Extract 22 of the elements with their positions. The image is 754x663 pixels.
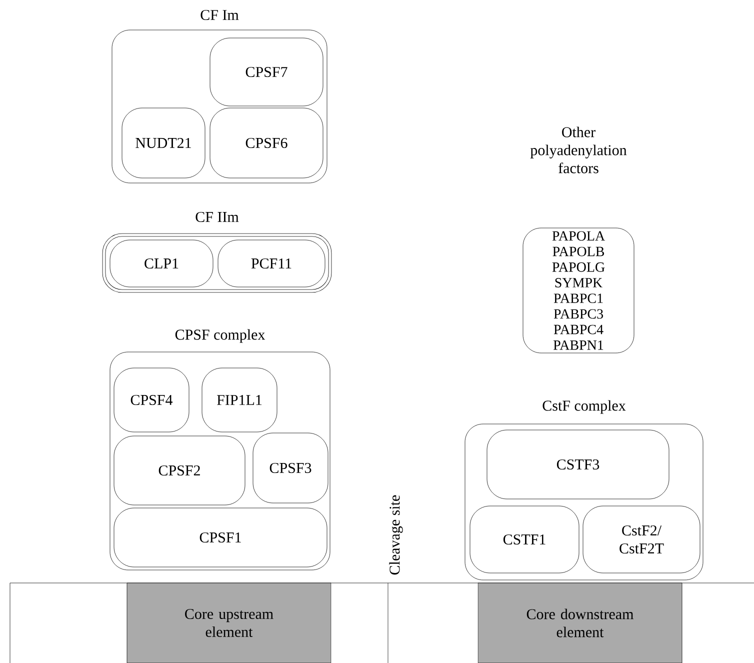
- protein-box: CPSF2: [114, 436, 246, 506]
- node-label: CF IIm: [196, 212, 239, 222]
- protein-box: CPSF7: [210, 38, 324, 106]
- sequence-element-box: Core upstream element: [126, 582, 332, 663]
- protein-box: CSTF1: [470, 506, 580, 574]
- protein-box: FIP1L1: [202, 368, 278, 432]
- site-label: Cleavage site: [389, 495, 403, 575]
- node-label: Other polyadenylation factors: [530, 126, 627, 174]
- node-label: CPSF complex: [175, 329, 266, 343]
- node-label: CstF complex: [542, 400, 626, 414]
- node-label: CF Im: [200, 10, 239, 20]
- protein-box: CPSF1: [114, 508, 328, 568]
- protein-box: NUDT21: [122, 108, 206, 178]
- protein-box: CPSF3: [252, 432, 328, 504]
- protein-box: CSTF3: [486, 430, 670, 500]
- sequence-element-box: Core downstream element: [478, 582, 682, 663]
- protein-box: PCF11: [218, 240, 326, 288]
- complex-box: Other polyadenylation factors PAPOLA PAPOLB PAPOLG SYMPK PABPC1 PABPC3 PABPC4 PABPN1: [522, 126, 634, 354]
- protein-box: CPSF4: [114, 368, 190, 432]
- protein-box: CPSF6: [210, 108, 324, 178]
- protein-box: CstF2/ CstF2T: [582, 506, 700, 574]
- protein-box: CLP1: [110, 240, 214, 288]
